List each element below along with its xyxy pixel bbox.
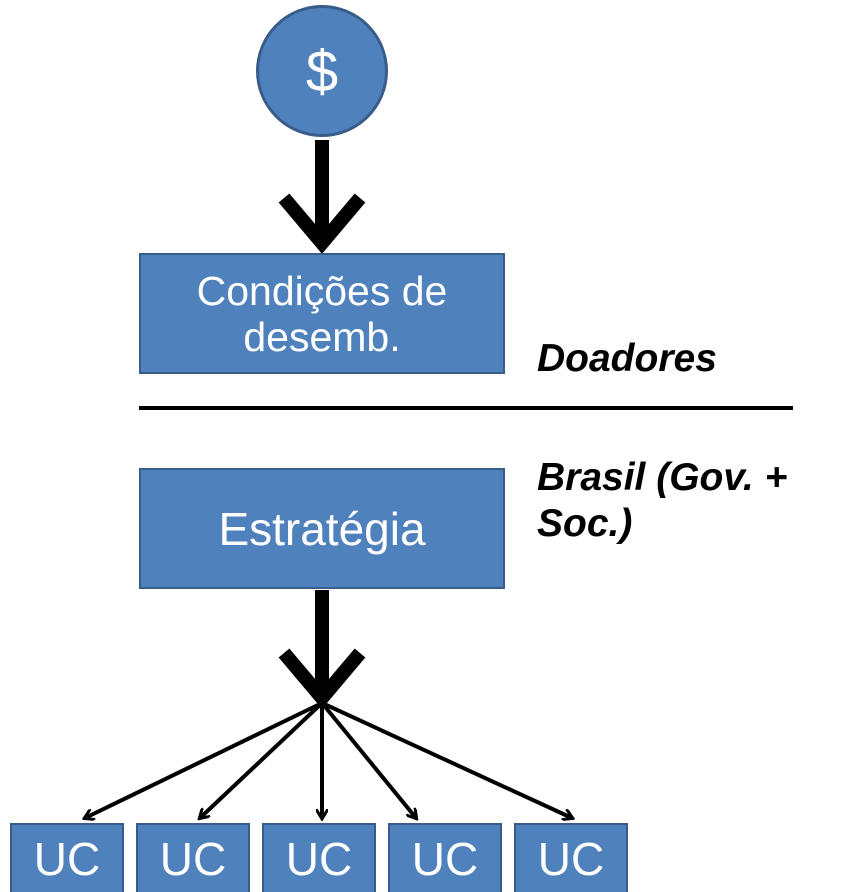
arrow-coin-to-conditions [278, 140, 366, 254]
strategy-box: Estratégia [139, 468, 505, 589]
brazil-label: Brasil (Gov. + Soc.) [537, 455, 787, 547]
uc-box-3: UC [262, 823, 376, 892]
arrow-strategy-to-hub [278, 590, 366, 709]
fan-out-arrows [85, 701, 572, 818]
uc-box-1: UC [10, 823, 124, 892]
dollar-icon: $ [256, 5, 388, 137]
dollar-symbol: $ [305, 38, 339, 104]
brazil-label-line-2: Soc.) [537, 502, 633, 545]
uc-box-4: UC [388, 823, 502, 892]
fan-arrow-4 [320, 701, 416, 818]
conditions-line-1: Condições de [196, 267, 448, 314]
conditions-box: Condições de desemb. [139, 253, 505, 374]
conditions-line-2: desemb. [243, 313, 401, 360]
uc-box-2: UC [136, 823, 250, 892]
donors-label: Doadores [537, 337, 717, 380]
brazil-label-line-1: Brasil (Gov. + [537, 456, 788, 499]
fan-arrow-2 [200, 701, 324, 818]
uc-box-5: UC [514, 823, 628, 892]
fan-arrow-1 [85, 701, 323, 818]
fan-arrow-5 [321, 701, 572, 818]
